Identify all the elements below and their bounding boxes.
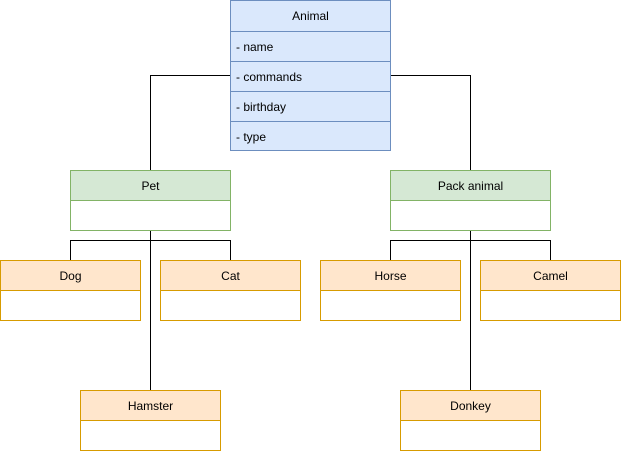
class-donkey-title: Donkey	[401, 391, 540, 421]
field-birthday: - birthday	[231, 91, 390, 121]
class-pet-title: Pet	[71, 171, 230, 201]
field-type: - type	[231, 121, 390, 151]
class-donkey[interactable]: Donkey	[400, 390, 541, 451]
class-hamster-title: Hamster	[81, 391, 220, 421]
class-animal[interactable]: Animal - name - commands - birthday - ty…	[230, 0, 391, 151]
class-dog[interactable]: Dog	[0, 260, 141, 321]
connector-pet-cat	[150, 240, 231, 260]
connector-pet-dog	[70, 230, 151, 260]
connector-pack-camel	[470, 240, 551, 260]
class-cat[interactable]: Cat	[160, 260, 301, 321]
class-camel[interactable]: Camel	[480, 260, 621, 321]
class-pack-animal-title: Pack animal	[391, 171, 550, 201]
connector-pack-horse	[390, 230, 471, 260]
class-horse-title: Horse	[321, 261, 460, 291]
class-hamster[interactable]: Hamster	[80, 390, 221, 451]
field-name: - name	[231, 31, 390, 61]
class-cat-title: Cat	[161, 261, 300, 291]
class-animal-title: Animal	[292, 9, 329, 23]
class-horse[interactable]: Horse	[320, 260, 461, 321]
class-pet[interactable]: Pet	[70, 170, 231, 231]
class-dog-title: Dog	[1, 261, 140, 291]
connector-animal-pet	[150, 75, 231, 170]
class-camel-title: Camel	[481, 261, 620, 291]
connector-animal-pack-animal	[390, 75, 471, 170]
class-pack-animal[interactable]: Pack animal	[390, 170, 551, 231]
field-commands: - commands	[231, 61, 390, 91]
